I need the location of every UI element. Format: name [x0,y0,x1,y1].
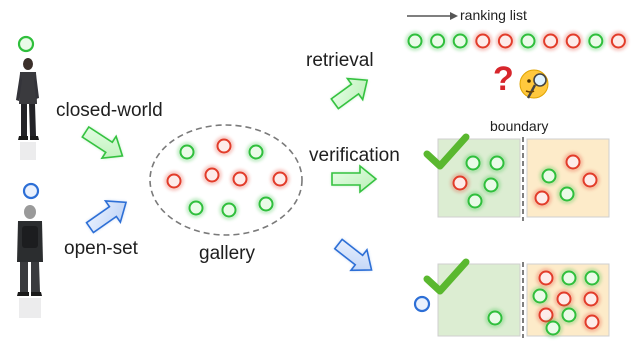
openset-circle-green [545,320,561,336]
openset-circle-green [561,270,577,286]
rank-circle-green [407,33,423,49]
openset-circle-red [584,314,600,330]
rank-circle-red [475,33,491,49]
verification-circle-green [559,186,575,202]
open-set-query-circle [413,295,431,313]
rank-circle-red [543,33,559,49]
svg-text:?: ? [493,60,514,98]
openset-circle-red [583,291,599,307]
arrow-verification [331,164,378,194]
verification-circle-red [452,175,468,191]
gallery-circle-red [216,138,232,154]
gallery-circles [164,136,290,220]
openset-circle-green [584,270,600,286]
person-closed-world [16,35,39,160]
question-mark-icon: ? [493,60,514,98]
rank-circle-green [520,33,536,49]
thinking-face-icon [519,69,549,99]
verification-reject-circles [532,152,600,208]
verification-circle-green [467,193,483,209]
openset-circle-green [561,307,577,323]
checkmark-icon [423,133,470,170]
label-verification: verification [309,145,400,166]
gallery-circle-green [258,196,274,212]
rank-circle-green [430,33,446,49]
openset-accept-circles [485,308,505,328]
ranking-list [405,31,628,51]
verification-circle-green [483,177,499,193]
gallery-circle-red [204,167,220,183]
person-open-set [17,182,43,318]
openset-circle-red [556,291,572,307]
label-closed-world: closed-world [56,100,163,121]
rank-circle-green [452,33,468,49]
arrow-retrieval [330,77,369,110]
arrow-open-set [85,199,128,234]
label-retrieval: retrieval [306,50,374,71]
checkmark-icon [423,258,470,295]
openset-circle-red [538,307,554,323]
verification-circle-green [541,168,557,184]
verification-circle-red [582,172,598,188]
rank-circle-red [565,33,581,49]
openset-circle-green [487,310,503,326]
rank-circle-green [588,33,604,49]
openset-circle-green [532,288,548,304]
person-id-circle [22,182,40,200]
label-open-set: open-set [64,238,139,259]
gallery-circle-green [248,144,264,160]
gallery-circle-red [166,173,182,189]
arrow-closed-world [81,125,124,160]
verification-circle-green [489,155,505,171]
verification-circle-red [565,154,581,170]
gallery-boundary [149,124,303,236]
gallery-circle-red [272,171,288,187]
label-gallery: gallery [199,243,255,264]
rank-circle-red [610,33,626,49]
arrow-open-set-verification [333,238,373,272]
label-boundary: boundary [490,118,548,134]
gallery-circle-green [179,144,195,160]
gallery-circle-red [232,171,248,187]
verification-circle-green [465,155,481,171]
rank-circle-red [497,33,513,49]
verification-circle-red [534,190,550,206]
label-ranking-list: ranking list [460,7,527,23]
gallery-circle-green [188,200,204,216]
verification-accept-circles [450,153,507,211]
person-id-circle [17,35,35,53]
ranking-list-arrow [407,12,458,20]
openset-reject-circles [530,268,602,338]
openset-circle-red [538,270,554,286]
gallery-circle-green [221,202,237,218]
